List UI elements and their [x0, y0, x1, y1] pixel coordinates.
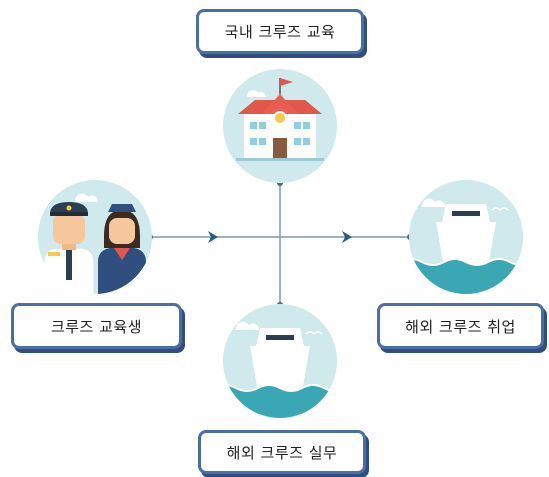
sea	[223, 385, 337, 418]
attendant-hat	[108, 204, 136, 212]
cloud-icon	[422, 198, 446, 207]
arrow-right-icon	[208, 231, 218, 243]
crew-node-icon	[38, 180, 152, 294]
attendant-scarf	[114, 248, 130, 260]
sea	[409, 259, 523, 294]
cloud-icon	[75, 193, 99, 202]
flag-icon	[280, 78, 293, 86]
ship-window-band	[266, 335, 294, 340]
cloud-icon	[247, 90, 266, 97]
bird-icon	[491, 207, 509, 212]
arrow-right-icon	[342, 231, 352, 243]
node-label: 국내 크루즈 교육	[224, 23, 336, 41]
node-cruise-trainee: 크루즈 교육생	[11, 303, 182, 349]
node-overseas-practice: 해외 크루즈 실무	[198, 430, 366, 474]
school-windows	[250, 122, 310, 145]
cloud-icon	[236, 321, 260, 330]
ship-hull	[250, 346, 310, 392]
attendant-face	[109, 218, 135, 244]
pilot-tie	[66, 250, 72, 280]
school-gable	[262, 94, 298, 114]
sea-foam	[223, 384, 337, 392]
node-label: 해외 크루즈 취업	[405, 317, 516, 336]
pilot-epaulette	[48, 252, 60, 256]
pilot-face	[53, 214, 85, 244]
school-clock	[273, 111, 287, 125]
node-domestic-education: 국내 크루즈 교육	[196, 9, 364, 54]
sea-foam	[409, 258, 523, 266]
ship-node-bottom-icon	[223, 304, 337, 418]
ground	[236, 158, 324, 161]
pilot-cap-badge	[66, 205, 72, 211]
node-label: 크루즈 교육생	[50, 317, 143, 336]
ship-node-right-icon	[409, 180, 523, 294]
ship-hull	[436, 222, 496, 268]
school-node-icon	[223, 69, 337, 183]
node-overseas-employment: 해외 크루즈 취업	[377, 303, 544, 349]
bird-icon	[305, 331, 323, 336]
school-door	[273, 138, 287, 158]
node-label: 해외 크루즈 실무	[226, 443, 338, 462]
connector-lines	[147, 180, 413, 308]
ship-window-band	[452, 211, 480, 216]
pilot-cap-band	[50, 212, 88, 216]
